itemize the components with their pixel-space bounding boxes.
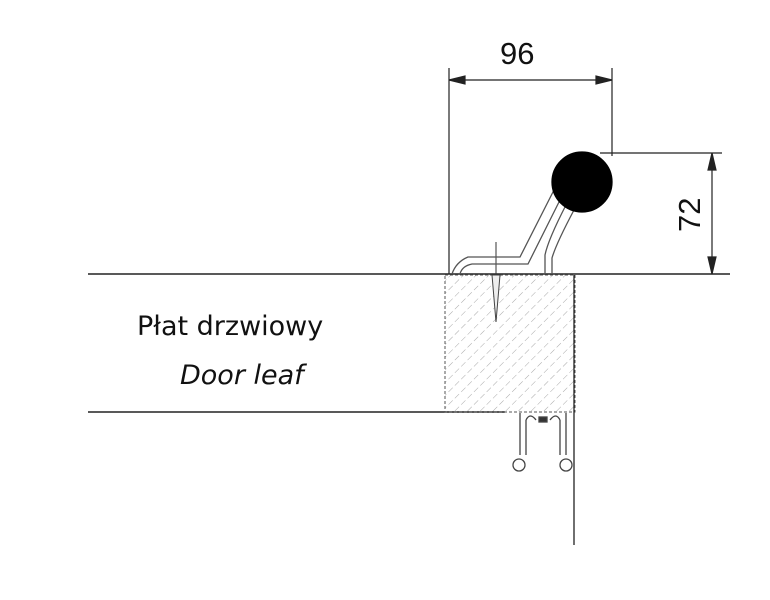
height-dimension	[600, 152, 722, 275]
door-leaf-label-polish: Płat drzwiowy	[137, 311, 324, 342]
handle-icon	[451, 151, 613, 275]
door-section-block	[444, 274, 576, 413]
door-leaf-label-english: Door leaf	[180, 360, 304, 391]
width-dimension-label: 96	[500, 36, 534, 71]
rail-profile-icon	[512, 413, 573, 472]
screw-icon	[491, 242, 501, 323]
knob-ball	[551, 151, 613, 213]
height-dimension-label: 72	[672, 198, 707, 232]
width-dimension	[448, 68, 613, 274]
